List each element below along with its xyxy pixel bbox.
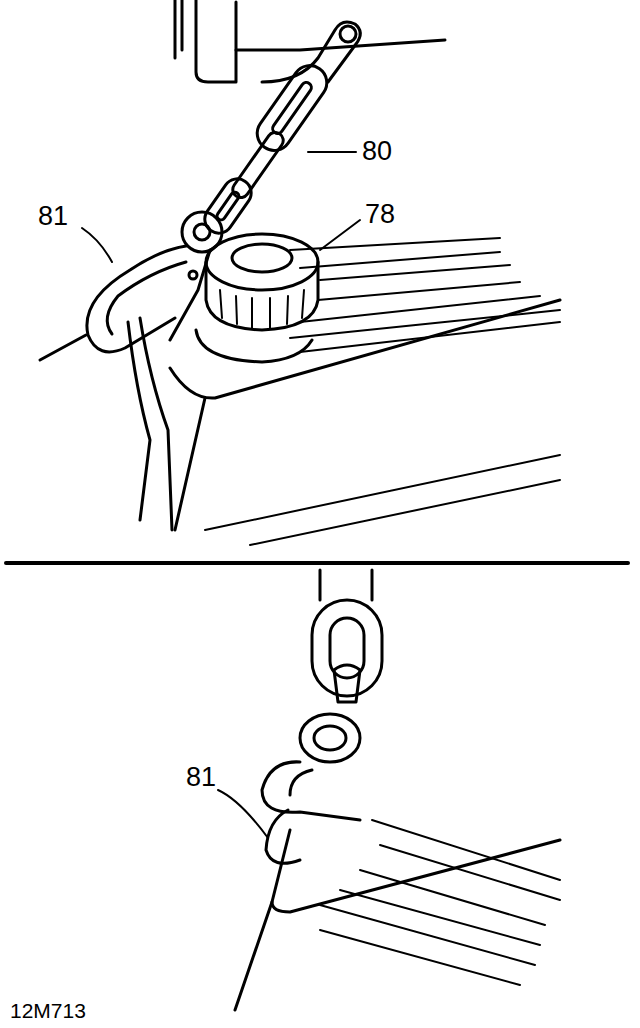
- callout-number: 78: [365, 201, 395, 228]
- leader-line: [82, 228, 112, 262]
- callout-number: 81: [38, 203, 68, 230]
- callout-number: 81: [186, 764, 216, 791]
- leader-line: [308, 151, 356, 153]
- leader-line: [218, 790, 268, 838]
- leader-line: [320, 220, 360, 250]
- figure-code: 12M713: [10, 1000, 86, 1021]
- callout-number: 80: [362, 138, 392, 165]
